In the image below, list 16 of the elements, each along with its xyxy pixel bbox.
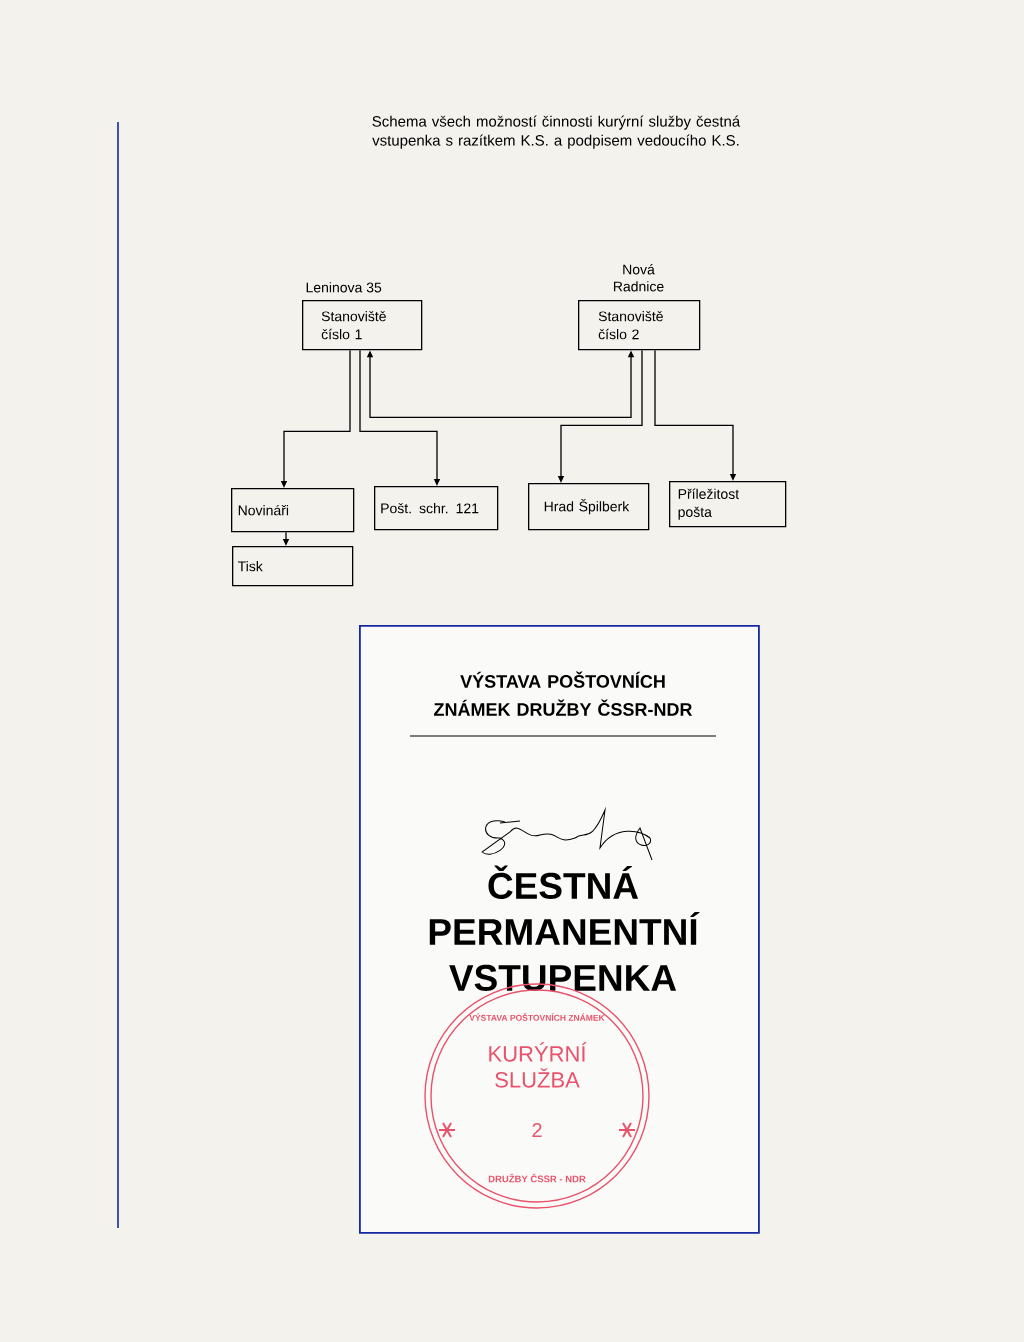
process-box: Stanoviště číslo 1: [302, 300, 423, 351]
process-box: Příležitost pošta: [669, 481, 787, 528]
stamp-text: KURÝRNÍ SLUŽBA: [489, 1042, 587, 1088]
process-box: Novináři: [231, 488, 355, 533]
title: Schema všech možností činnosti kurýrní služby čestná vstupenka s razítkem K.S. a podpisem vedoucího K.S.: [372, 115, 741, 149]
stamp-text: DRUŽBY ČSSR - NDR: [488, 1173, 586, 1183]
process-box: Tisk: [232, 546, 354, 587]
ticket-heading: VÝSTAVA POŠTOVNÍCH ZNÁMEK DRUŽBY ČSSR-NDR: [434, 671, 693, 716]
stamp-text: VÝSTAVA POŠTOVNÍCH ZNÁMEK: [469, 1013, 605, 1021]
box-heading: Nová Radnice: [613, 264, 664, 292]
ticket-title: ČESTNÁ PERMANENTNÍ VSTUPENKA: [429, 865, 700, 992]
process-box: Stanoviště číslo 2: [578, 300, 701, 351]
box-heading: Leninova 35: [306, 282, 382, 293]
process-box: Pošt. schr. 121: [374, 486, 499, 531]
stamp-text: 2: [532, 1123, 542, 1137]
process-box: Hrad Špilberk: [528, 483, 650, 531]
